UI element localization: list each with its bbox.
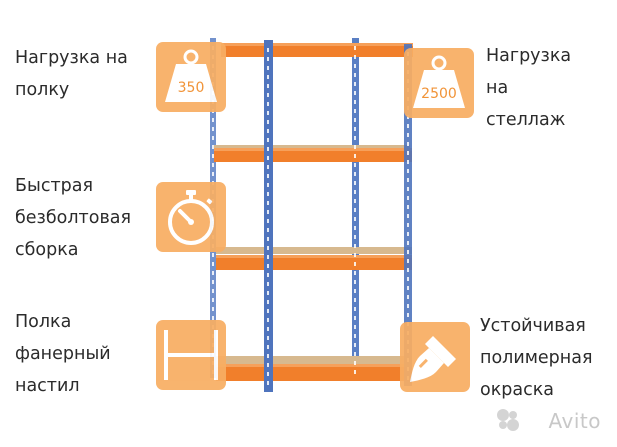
assembly-badge: [156, 182, 226, 252]
rack-shelf-3: [216, 247, 412, 270]
rack-load-label-line-3: стеллаж: [486, 110, 566, 130]
rack-load-weight-value: 2500: [421, 86, 457, 102]
rack-shelf-2: [214, 145, 412, 162]
deck-label-line-2: фанерный: [15, 344, 111, 364]
rack-upright-slots: [212, 46, 409, 385]
deck-label: Полка фанерный настил: [15, 306, 111, 402]
rack-shelf-top: [221, 43, 413, 57]
assembly-label-line-2: безболтовая: [15, 208, 132, 228]
shelf-profile-icon: [164, 330, 218, 380]
avito-watermark: Avito: [548, 409, 601, 433]
assembly-label: Быстрая безболтовая сборка: [15, 170, 131, 266]
weight-icon: [413, 55, 465, 108]
rack-load-label-line-1: Нагрузка: [486, 46, 572, 66]
rack-load-label-line-2: на: [486, 78, 509, 98]
paint-brush-icon: [410, 336, 456, 382]
rack-load-label: Нагрузка на стеллаж: [486, 40, 571, 136]
paint-label-line-2: полимерная: [480, 348, 593, 368]
avito-logo-icon: [497, 409, 519, 431]
weight-icon: [165, 49, 217, 102]
rack-shelf-bottom: [216, 356, 412, 381]
rack-load-badge: 2500: [404, 48, 474, 118]
deck-label-line-3: настил: [15, 376, 80, 396]
rack-upright-front-left: [264, 40, 273, 392]
shelf-load-label-line-1: Нагрузка на: [15, 48, 128, 68]
deck-badge: [156, 320, 226, 390]
paint-label-line-1: Устойчивая: [480, 316, 586, 336]
shelf-load-weight-value: 350: [177, 80, 205, 96]
shelf-load-label-line-2: полку: [15, 80, 70, 100]
shelf-load-label: Нагрузка на полку: [15, 42, 128, 106]
assembly-label-line-1: Быстрая: [15, 176, 93, 196]
assembly-label-line-3: сборка: [15, 240, 79, 260]
paint-label: Устойчивая полимерная окраска: [480, 310, 592, 406]
deck-label-line-1: Полка: [15, 312, 72, 332]
stopwatch-icon: [168, 190, 214, 245]
paint-badge: [400, 322, 470, 392]
shelf-load-badge: 350: [156, 42, 226, 112]
paint-label-line-3: окраска: [480, 380, 555, 400]
